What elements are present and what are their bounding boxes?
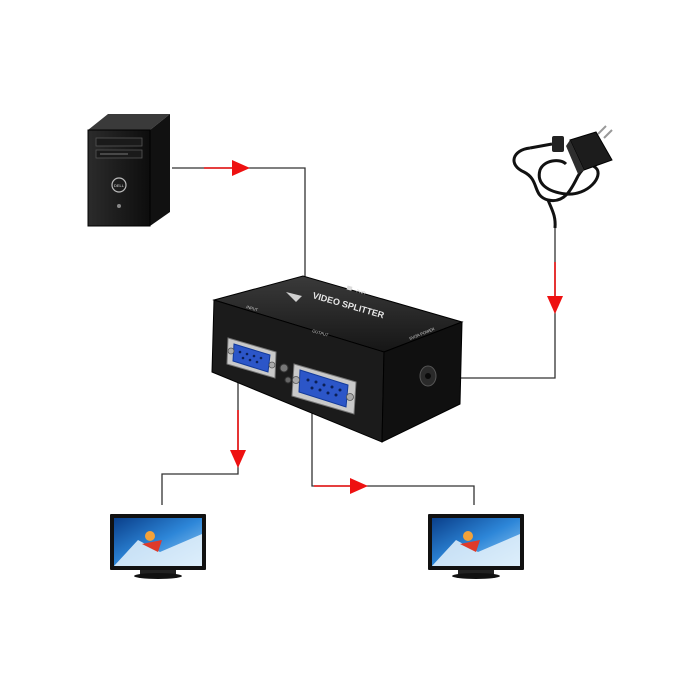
wire-output-b-to-monitor-right <box>311 395 475 505</box>
computer-tower: DELL <box>87 114 170 227</box>
arrow-right-icon <box>232 160 250 176</box>
monitor-left <box>110 514 206 579</box>
vga-port-output-b[interactable] <box>291 363 357 415</box>
vga-port-output-a[interactable] <box>226 337 277 379</box>
power-adapter <box>512 125 613 229</box>
pwr-label: PWR <box>356 288 366 295</box>
video-splitter: VIDEO SPLITTER PWR INPUT OUTPUT 5V/2A PO… <box>211 275 464 443</box>
arrow-right-icon <box>350 478 368 494</box>
wire-computer-to-splitter <box>172 167 306 285</box>
brand-logo: DELL <box>114 183 125 188</box>
dc-power-jack[interactable] <box>419 365 437 387</box>
arrow-down-icon <box>230 450 246 468</box>
input-label: INPUT <box>246 304 259 312</box>
arrows <box>204 160 563 494</box>
monitor-right <box>428 514 524 579</box>
output-b-label: OUTPUT <box>312 328 330 337</box>
arrow-down-icon <box>547 296 563 314</box>
